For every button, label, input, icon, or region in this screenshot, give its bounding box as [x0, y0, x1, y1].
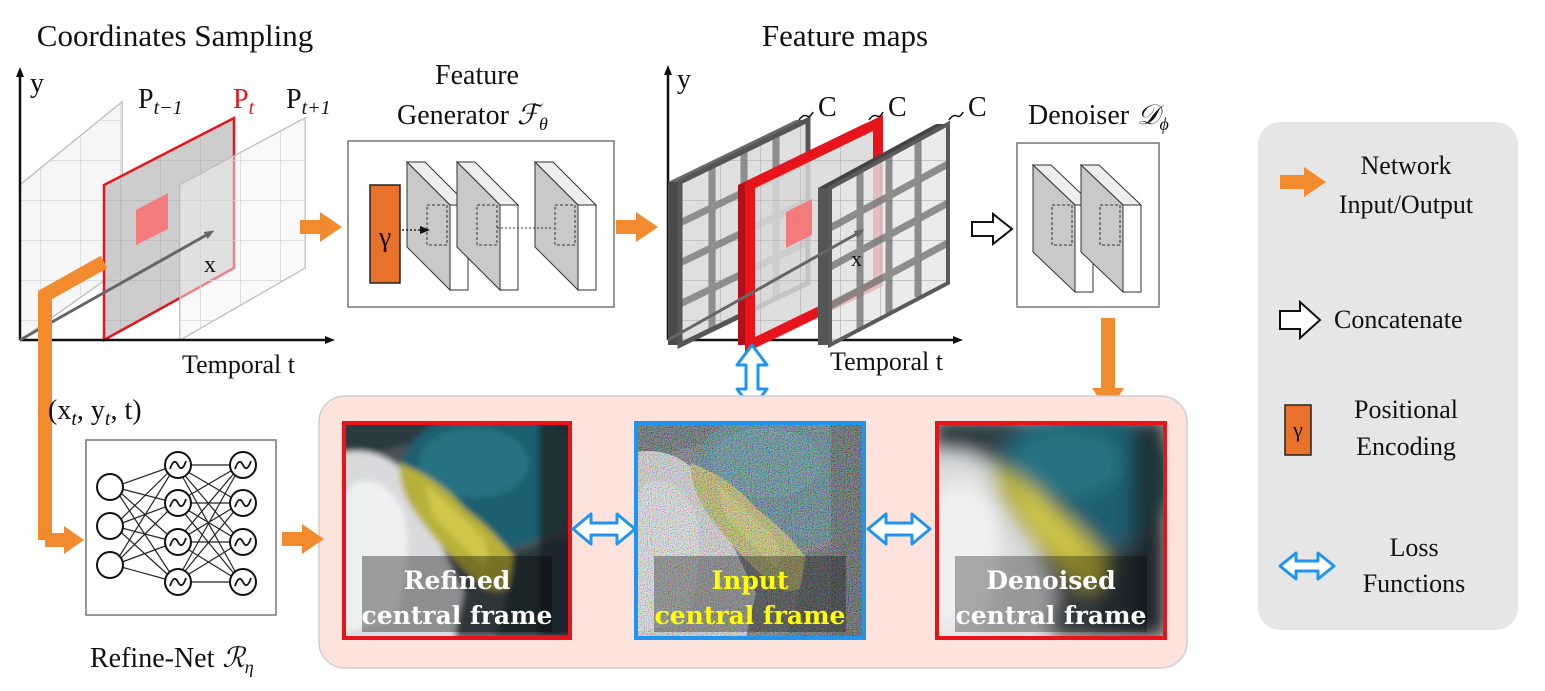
legend-pe-icon [1284, 404, 1312, 456]
refined-frame: Refined central frame [342, 421, 572, 640]
x-axis-label: x [204, 252, 216, 278]
input-frame-caption-1: Input [711, 566, 789, 595]
maps-t-axis-label: Temporal t [830, 347, 944, 376]
input-frame-border [634, 421, 866, 640]
plane-next-label: Pt+1 [286, 84, 331, 119]
legend-pe-2: Encoding [1356, 432, 1456, 461]
legend-box [1258, 122, 1518, 630]
channel-label-2: C [888, 92, 907, 123]
orange-arrow-to-refine [64, 526, 84, 554]
arrow-generator-to-maps [616, 212, 658, 242]
feature-generator-title-1: Feature [435, 60, 519, 91]
denoised-frame: Denoised central frame [935, 421, 1167, 640]
feature-maps-title: Feature maps [762, 18, 928, 53]
denoised-frame-caption-1: Denoised [986, 566, 1115, 595]
feature-maps-panel: Feature maps y Temporal t [664, 18, 987, 376]
legend-concatenate: Concatenate [1334, 305, 1463, 334]
legend-loss-2: Functions [1363, 569, 1466, 598]
sampled-pixel [136, 193, 168, 245]
refined-frame-border [342, 421, 572, 640]
legend-network-io-2: Input/Output [1339, 190, 1474, 219]
refine-net-activations [169, 460, 252, 587]
generator-layer-2 [455, 160, 520, 292]
plane-current-label: Pt [233, 84, 255, 119]
positional-encoding-block [369, 184, 401, 284]
arrow-refine-to-frame [282, 524, 324, 554]
legend-pe-1: Positional [1354, 395, 1458, 424]
denoised-frame-border [935, 421, 1167, 640]
legend: Network Input/Output Concatenate γ Posit… [1258, 122, 1518, 630]
plane-prev-label: Pt−1 [138, 84, 183, 119]
legend-loss-1: Loss [1389, 533, 1438, 562]
t-axis-label: Temporal t [182, 350, 296, 379]
sample-coordinate-label: (xt, yt, t) [48, 395, 142, 430]
coordinates-sampling-panel: Coordinates Sampling y x Temporal t Pt−1… [16, 18, 335, 554]
maps-x-axis [667, 229, 865, 342]
maps-x-axis-label: x [851, 246, 862, 271]
maps-y-axis-label: y [677, 64, 691, 95]
sample-path [38, 255, 108, 540]
legend-pe-symbol: γ [1292, 417, 1303, 442]
concatenate-arrow [971, 211, 1014, 247]
refined-frame-caption-2: central frame [362, 601, 553, 630]
denoiser-layer-2 [1079, 163, 1143, 294]
input-frame: Input central frame [634, 421, 866, 640]
loss-arrow-left [571, 512, 637, 546]
channel-label-1: C [818, 92, 837, 123]
feature-map-next [818, 120, 950, 349]
gamma-symbol: γ [378, 222, 391, 253]
legend-network-io-1: Network [1361, 151, 1452, 180]
arrow-coords-to-generator [300, 212, 342, 242]
legend-orange-arrow-icon [1280, 167, 1326, 197]
generator-layer-3 [533, 160, 598, 292]
loss-arrow-right [866, 512, 932, 546]
refined-frame-caption-1: Refined [404, 566, 510, 595]
coordinates-sampling-title: Coordinates Sampling [37, 18, 313, 53]
y-axis-label: y [30, 68, 44, 99]
legend-loss-icon [1278, 551, 1336, 581]
legend-concatenate-icon [1279, 299, 1322, 341]
channel-label-3: C [968, 92, 987, 123]
input-frame-caption-2: central frame [655, 601, 846, 630]
denoised-frame-caption-2: central frame [956, 601, 1147, 630]
